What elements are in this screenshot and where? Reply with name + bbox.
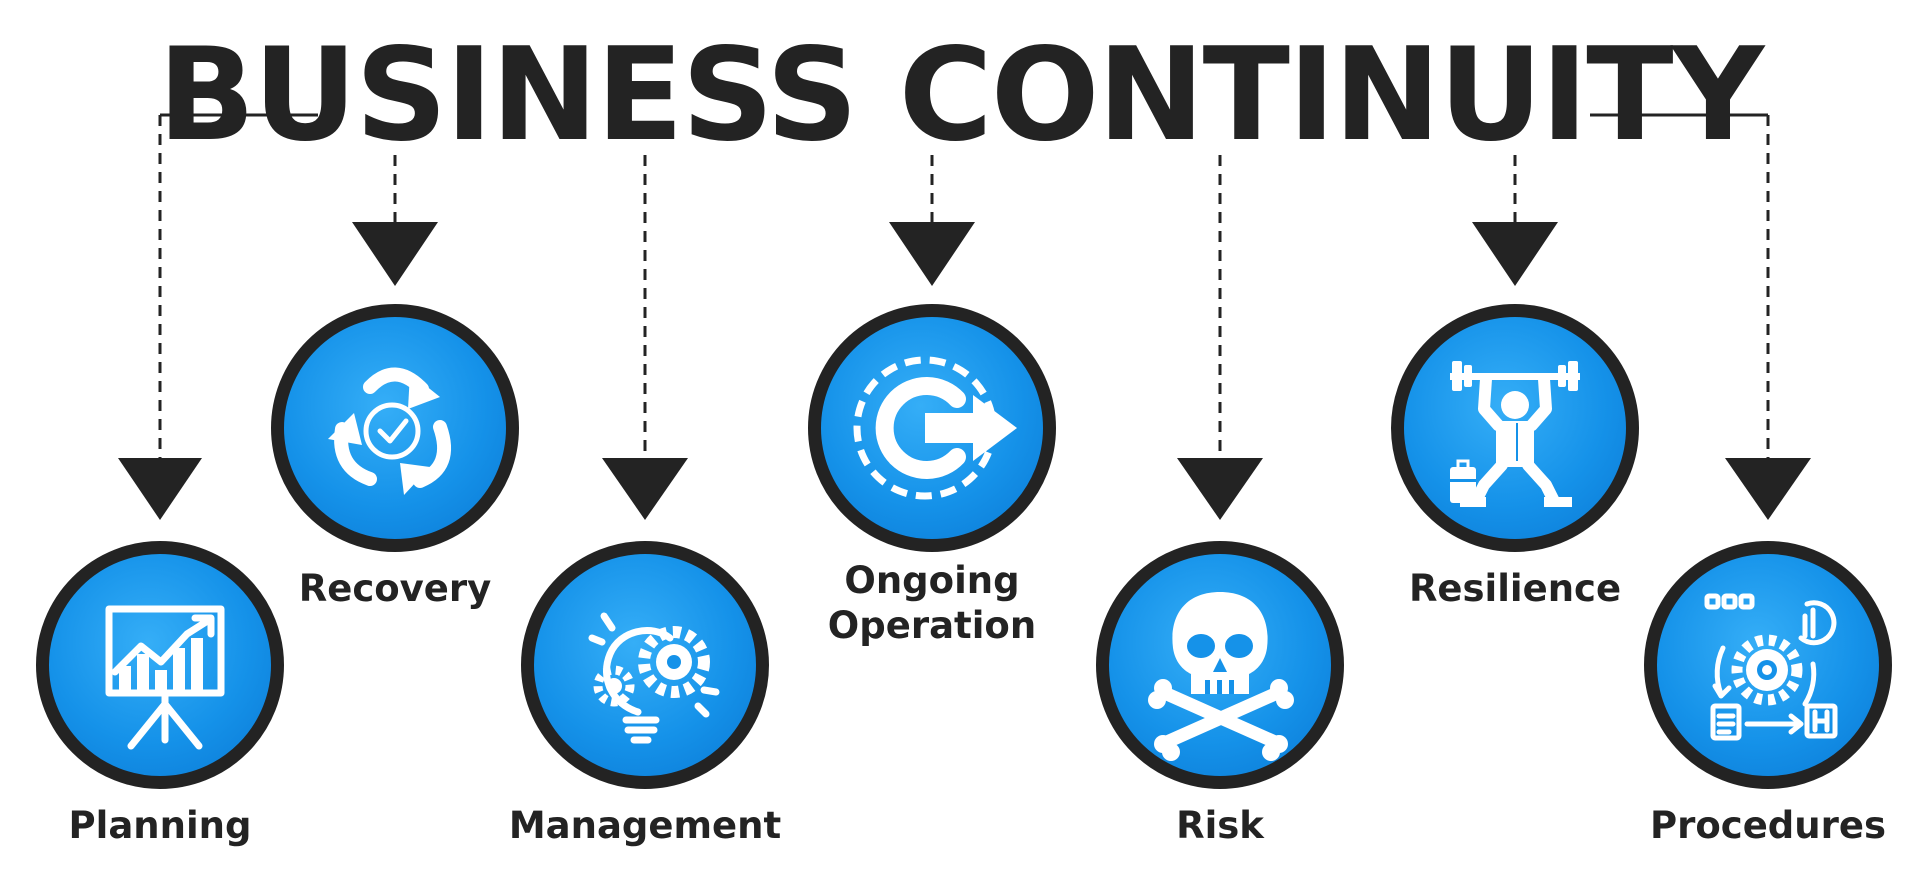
recycle-arrows-icon: [328, 367, 451, 495]
arrow-management: [602, 458, 688, 520]
procedures-circle: [1644, 541, 1892, 789]
resilience-circle: [1391, 304, 1639, 552]
arrow-recovery: [352, 222, 438, 286]
ongoing-circle: [808, 304, 1056, 552]
skull-crossbones-icon: [1148, 592, 1294, 761]
recovery-label: Recovery: [298, 567, 492, 610]
lightbulb-gears-icon: [588, 612, 720, 744]
weightlifter-icon: [1450, 361, 1580, 507]
procedures-label: Procedures: [1649, 804, 1886, 847]
arrow-ongoing: [889, 222, 975, 286]
risk-circle: [1096, 541, 1344, 789]
process-flow-icon: [1704, 593, 1838, 741]
resilience-label: Resilience: [1408, 567, 1622, 610]
planning-label: Planning: [68, 804, 252, 847]
diagram-title: BUSINESS CONTINUITY: [157, 21, 1765, 170]
presentation-chart-icon: [105, 605, 225, 750]
arrow-procedures: [1725, 458, 1811, 520]
recovery-circle: [271, 304, 519, 552]
management-circle: [521, 541, 769, 789]
management-label: Management: [508, 804, 782, 847]
risk-label: Risk: [1176, 804, 1264, 847]
arrow-resilience: [1472, 222, 1558, 286]
ongoing-label: Ongoing Operation: [827, 559, 1037, 648]
arrow-risk: [1177, 458, 1263, 520]
arrow-planning: [118, 458, 202, 520]
gear-arrow-icon: [853, 356, 1017, 500]
